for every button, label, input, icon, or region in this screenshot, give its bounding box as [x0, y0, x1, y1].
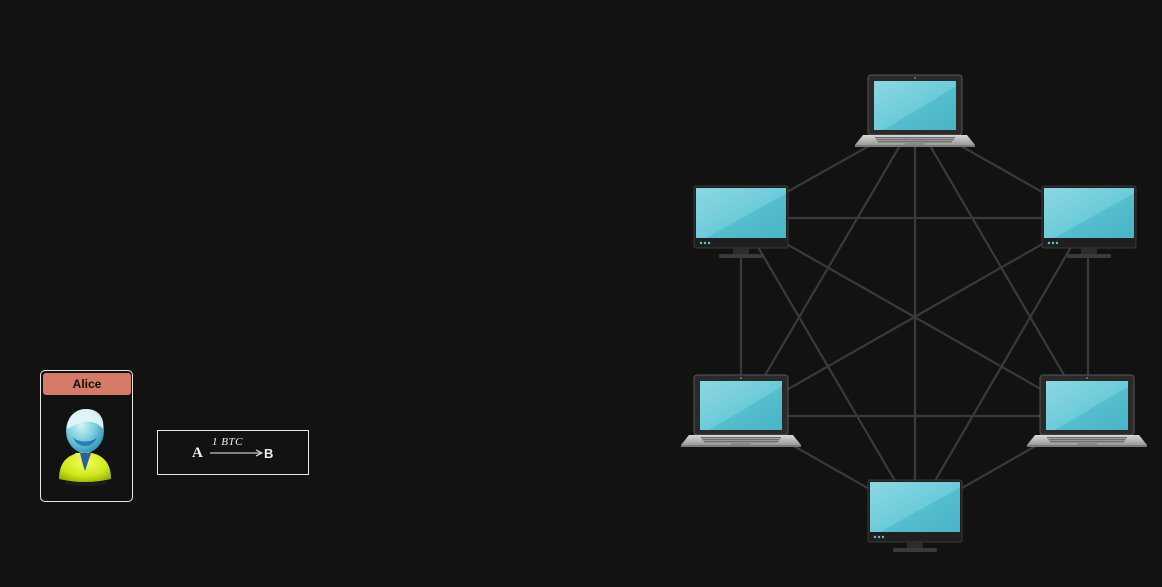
network-node-upper-right-monitor-icon	[1041, 185, 1137, 258]
transaction-box: A 1 BTC B	[157, 430, 309, 475]
transaction-sender: A	[192, 445, 203, 461]
transaction-recipient: B	[264, 446, 274, 461]
transfer-arrow-icon	[210, 449, 264, 457]
network-edge	[740, 217, 1089, 417]
network-node-lower-right-laptop-icon	[1027, 374, 1147, 447]
user-name-label: Alice	[43, 373, 131, 395]
network-edges	[739, 119, 1090, 516]
transaction-amount: 1 BTC	[212, 436, 243, 448]
network-node-top-laptop-icon	[855, 74, 975, 147]
network-node-upper-left-monitor-icon	[693, 185, 789, 258]
network-node-bottom-monitor-icon	[867, 479, 963, 552]
user-avatar-icon	[59, 409, 111, 486]
network-edge	[740, 217, 916, 516]
user-card-alice: Alice	[40, 370, 133, 502]
network-nodes	[681, 74, 1147, 552]
network-node-lower-left-laptop-icon	[681, 374, 801, 447]
